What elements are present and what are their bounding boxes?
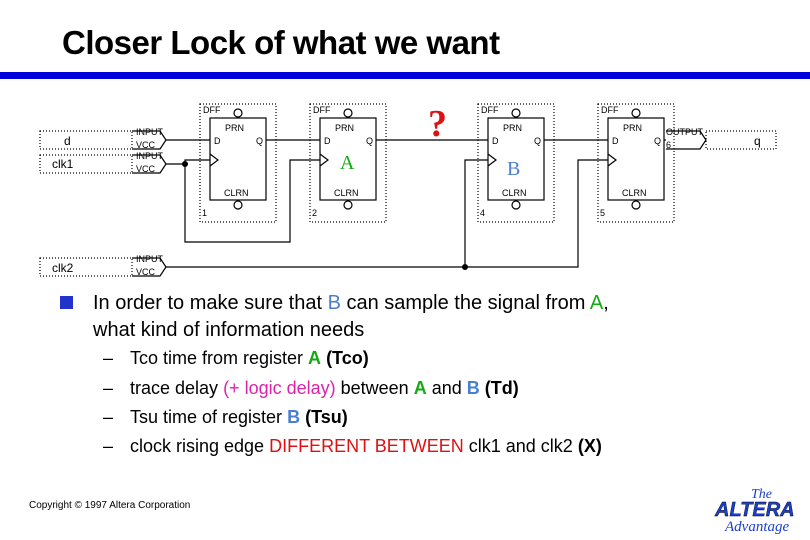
dff-4-prn-bubble [631, 108, 641, 118]
dff-b-prn: PRN [503, 123, 522, 133]
output-label: OUTPUT [666, 127, 704, 137]
dff-2-frame [309, 103, 387, 223]
copyright-text: Copyright © 1997 Altera Corporation [29, 500, 191, 511]
dff-b-d: D [492, 136, 499, 146]
title-rule [0, 72, 810, 79]
dff-4-d: D [612, 136, 619, 146]
dff-2-clock [319, 153, 329, 167]
junction-clk1 [182, 161, 188, 167]
dff-2-clrn-bubble [343, 200, 353, 210]
dff-b-clrn: CLRN [502, 188, 527, 198]
logo-advantage: Advantage [724, 519, 789, 535]
dff-b-frame [477, 103, 555, 223]
node-6: 6 [666, 140, 671, 150]
dff-4-q: Q [654, 136, 661, 146]
dff-4-body [607, 117, 665, 201]
dff-4-title: DFF [601, 105, 619, 115]
dff-4-clock [607, 153, 617, 167]
pin-clk2-label: clk2 [52, 261, 74, 275]
dff-4-frame [597, 103, 675, 223]
dff-a-prn-bubble [233, 108, 243, 118]
register-a-label: A [340, 152, 355, 174]
dff-b-prn-bubble [511, 108, 521, 118]
dff-a-frame [199, 103, 277, 223]
node-1: 1 [202, 208, 207, 218]
bullet-square-icon [60, 296, 73, 309]
input-label-d: INPUT [136, 127, 164, 137]
schematic-diagram: d clk1 clk2 q INPUT VCC INPUT VCC INPUT … [39, 103, 777, 277]
pin-q-label: q [754, 134, 761, 148]
dff-a-d: D [214, 136, 221, 146]
pin-d-label: d [64, 134, 71, 148]
junction-clk2 [462, 264, 468, 270]
node-5: 5 [600, 208, 605, 218]
node-4: 4 [480, 208, 485, 218]
bullet-text: In order to make sure that B can sample … [93, 292, 609, 341]
dff-a-q: Q [256, 136, 263, 146]
question-mark: ? [428, 103, 447, 145]
vcc-label-clk2: VCC [136, 267, 156, 277]
pin-clk1-label: clk1 [52, 157, 74, 171]
input-pin-clk2-box [39, 257, 133, 277]
node-2: 2 [312, 208, 317, 218]
logo-the: The [751, 487, 772, 502]
dff-b-q: Q [534, 136, 541, 146]
logo-altera: ALTERA [714, 499, 795, 521]
register-b-label: B [507, 158, 520, 180]
input-label-clk2: INPUT [136, 254, 164, 264]
dff-2-body [319, 117, 377, 201]
altera-advantage-logo: The ALTERA Advantage [714, 487, 795, 535]
dff-b-clock [487, 153, 497, 167]
input-pin-d-box [39, 130, 133, 150]
dff-a-title: DFF [203, 105, 221, 115]
dff-a-prn: PRN [225, 123, 244, 133]
dff-2-clrn: CLRN [334, 188, 359, 198]
dff-a-body [209, 117, 267, 201]
dff-2-prn-bubble [343, 108, 353, 118]
dff-a-clrn-bubble [233, 200, 243, 210]
output-buffer-q [666, 130, 707, 150]
wire-clk2-branch [464, 159, 488, 267]
dff-a-clock [209, 153, 219, 167]
wire-clk1 [166, 159, 210, 165]
dff-4-clrn: CLRN [622, 188, 647, 198]
vcc-label-clk1: VCC [136, 164, 156, 174]
dff-2-title: DFF [313, 105, 331, 115]
dff-b-body [487, 117, 545, 201]
wire-clk1-branch [184, 159, 320, 243]
dff-2-q: Q [366, 136, 373, 146]
dff-a-clrn: CLRN [224, 188, 249, 198]
dff-4-clrn-bubble [631, 200, 641, 210]
slide-title: Closer Lock of what we want [62, 24, 500, 61]
input-label-clk1: INPUT [136, 151, 164, 161]
output-pin-q-box [705, 130, 777, 150]
dff-2-prn: PRN [335, 123, 354, 133]
wire-clk2 [166, 159, 608, 268]
dff-b-title: DFF [481, 105, 499, 115]
vcc-label-d: VCC [136, 140, 156, 150]
dff-4-prn: PRN [623, 123, 642, 133]
dff-2-d: D [324, 136, 331, 146]
input-pin-clk1-box [39, 154, 133, 174]
dff-b-clrn-bubble [511, 200, 521, 210]
